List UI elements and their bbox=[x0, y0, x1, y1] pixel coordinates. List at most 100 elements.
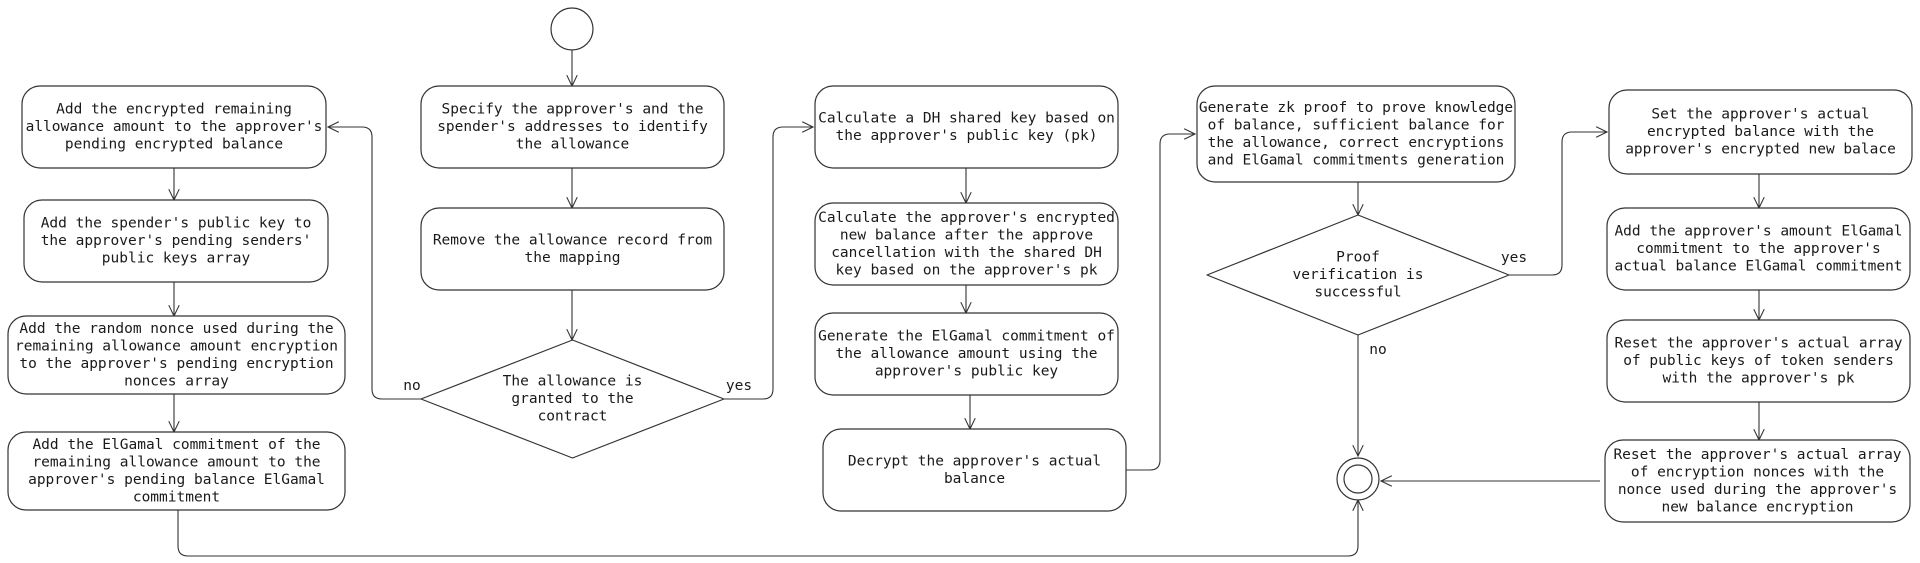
node-label-line: Set the approver's actual bbox=[1651, 107, 1869, 123]
edge-label: no bbox=[1369, 342, 1386, 358]
node-calc-dh: Calculate a DH shared key based on the ap… bbox=[814, 85, 1119, 169]
node-label-line: the approver's pending senders' bbox=[41, 233, 312, 249]
edge-label: no bbox=[403, 378, 420, 394]
action-box bbox=[1606, 207, 1911, 291]
node-add-commit: Add the ElGamal commitment of theremaini… bbox=[7, 431, 346, 511]
node-label-line: Reset the approver's actual array bbox=[1614, 336, 1902, 352]
action-box bbox=[1608, 89, 1913, 175]
node-label-line: of public keys of token senders bbox=[1623, 353, 1894, 369]
action-box bbox=[23, 199, 329, 283]
node-label-line: approver's public key bbox=[875, 364, 1059, 380]
edge-gen-commit-to-decrypt bbox=[964, 395, 976, 431]
node-label-line: the mapping bbox=[524, 250, 620, 266]
node-label-line: actual balance ElGamal commitment bbox=[1614, 259, 1902, 275]
node-label-line: Generate zk proof to prove knowledge bbox=[1199, 100, 1513, 116]
arrowhead-icon bbox=[326, 121, 340, 133]
node-label-line: Add the ElGamal commitment of the bbox=[32, 437, 320, 453]
node-label-line: Decrypt the approver's actual bbox=[848, 453, 1101, 469]
node-label-line: Proof bbox=[1336, 250, 1380, 266]
node-label-line: commitment to the approver's bbox=[1636, 241, 1880, 257]
start-node-circle bbox=[550, 7, 594, 51]
action-box bbox=[420, 207, 725, 291]
node-remove: Remove the allowance record from the mapp… bbox=[420, 207, 725, 291]
node-label-line: new balance encryption bbox=[1661, 499, 1853, 515]
node-label-line: Add the random nonce used during the bbox=[19, 321, 333, 337]
node-label-line: the approver's public key (pk) bbox=[836, 128, 1098, 144]
node-add-nonce: Add the random nonce used during therema… bbox=[7, 315, 346, 395]
action-box bbox=[7, 431, 346, 511]
edge-granted-to-add-remaining: no bbox=[326, 121, 421, 400]
action-box bbox=[822, 428, 1127, 512]
edge-specify-to-remove bbox=[566, 168, 578, 210]
edge-add-nonce-to-add-commit bbox=[168, 394, 180, 434]
node-label-line: the allowance bbox=[516, 137, 630, 153]
edge-reset-nonces-to-end bbox=[1379, 475, 1600, 487]
node-label-line: new balance after the approve bbox=[840, 227, 1093, 243]
edge-add-amount-to-reset-keys bbox=[1753, 290, 1765, 322]
edge-calc-dh-to-calc-balance bbox=[960, 168, 972, 205]
decision-diamond bbox=[420, 339, 725, 459]
node-label-line: allowance amount to the approver's bbox=[26, 119, 323, 135]
action-box bbox=[420, 85, 725, 169]
node-label-line: Calculate a DH shared key based on bbox=[818, 110, 1115, 126]
node-label-line: Add the spender's public key to bbox=[41, 216, 312, 232]
edge-label: yes bbox=[1501, 250, 1527, 266]
node-label-line: the allowance amount using the bbox=[836, 346, 1098, 362]
node-label-line: cancellation with the shared DH bbox=[831, 245, 1102, 261]
node-label-line: Remove the allowance record from bbox=[433, 232, 713, 248]
edge-add-pubkey-to-add-nonce bbox=[168, 282, 180, 318]
edge-line bbox=[1509, 131, 1607, 276]
node-label-line: Generate the ElGamal commitment of bbox=[818, 329, 1115, 345]
edge-proof-ok-to-end: no bbox=[1352, 335, 1387, 458]
edge-line bbox=[328, 126, 421, 400]
node-label-line: key based on the approver's pk bbox=[836, 262, 1098, 278]
node-label-line: of balance, sufficient balance for bbox=[1208, 117, 1505, 133]
arrowhead-icon bbox=[1379, 475, 1393, 487]
arrowhead-icon bbox=[1595, 126, 1609, 138]
node-label-line: spender's addresses to identify bbox=[437, 119, 708, 135]
node-label-line: verification is bbox=[1293, 267, 1424, 283]
edge-line bbox=[724, 126, 813, 400]
node-label-line: The allowance is bbox=[503, 374, 643, 390]
node-end bbox=[1336, 457, 1380, 501]
action-box bbox=[7, 315, 346, 395]
node-label-line: the allowance, correct encryptions bbox=[1208, 135, 1505, 151]
node-layer: Specify the approver's and thespender's … bbox=[7, 7, 1913, 523]
node-label-line: remaining allowance amount to the bbox=[32, 454, 320, 470]
arrowhead-icon bbox=[1183, 128, 1197, 140]
edge-reset-keys-to-reset-nonces bbox=[1753, 402, 1765, 442]
node-add-amount: Add the approver's amount ElGamalcommitm… bbox=[1606, 207, 1911, 291]
edge-granted-to-calc-dh: yes bbox=[724, 121, 815, 400]
node-label-line: encrypted balance with the bbox=[1647, 124, 1874, 140]
end-node-inner-circle bbox=[1343, 464, 1373, 494]
action-box bbox=[1606, 319, 1911, 403]
edge-remove-to-granted bbox=[566, 290, 578, 342]
node-label-line: balance bbox=[944, 471, 1005, 487]
node-label-line: Add the encrypted remaining bbox=[56, 102, 292, 118]
edge-add-remaining-to-add-pubkey bbox=[168, 168, 180, 202]
edge-proof-ok-to-set-balance: yes bbox=[1501, 126, 1609, 276]
node-label-line: Reset the approver's actual array bbox=[1613, 447, 1901, 463]
node-label-line: public keys array bbox=[102, 251, 251, 267]
node-label-line: nonce used during the approver's bbox=[1618, 482, 1897, 498]
node-start bbox=[550, 7, 594, 51]
action-box bbox=[814, 312, 1119, 396]
node-label-line: pending encrypted balance bbox=[65, 137, 283, 153]
edge-start-to-specify bbox=[566, 50, 578, 88]
arrowhead-icon bbox=[1352, 444, 1364, 458]
node-label-line: and ElGamal commitments generation bbox=[1208, 152, 1505, 168]
action-box bbox=[814, 85, 1119, 169]
node-label-line: with the approver's pk bbox=[1662, 371, 1854, 387]
edge-set-balance-to-add-amount bbox=[1753, 174, 1765, 210]
node-decrypt: Decrypt the approver's actual balance bbox=[822, 428, 1127, 512]
node-label-line: remaining allowance amount encryption bbox=[15, 338, 338, 354]
